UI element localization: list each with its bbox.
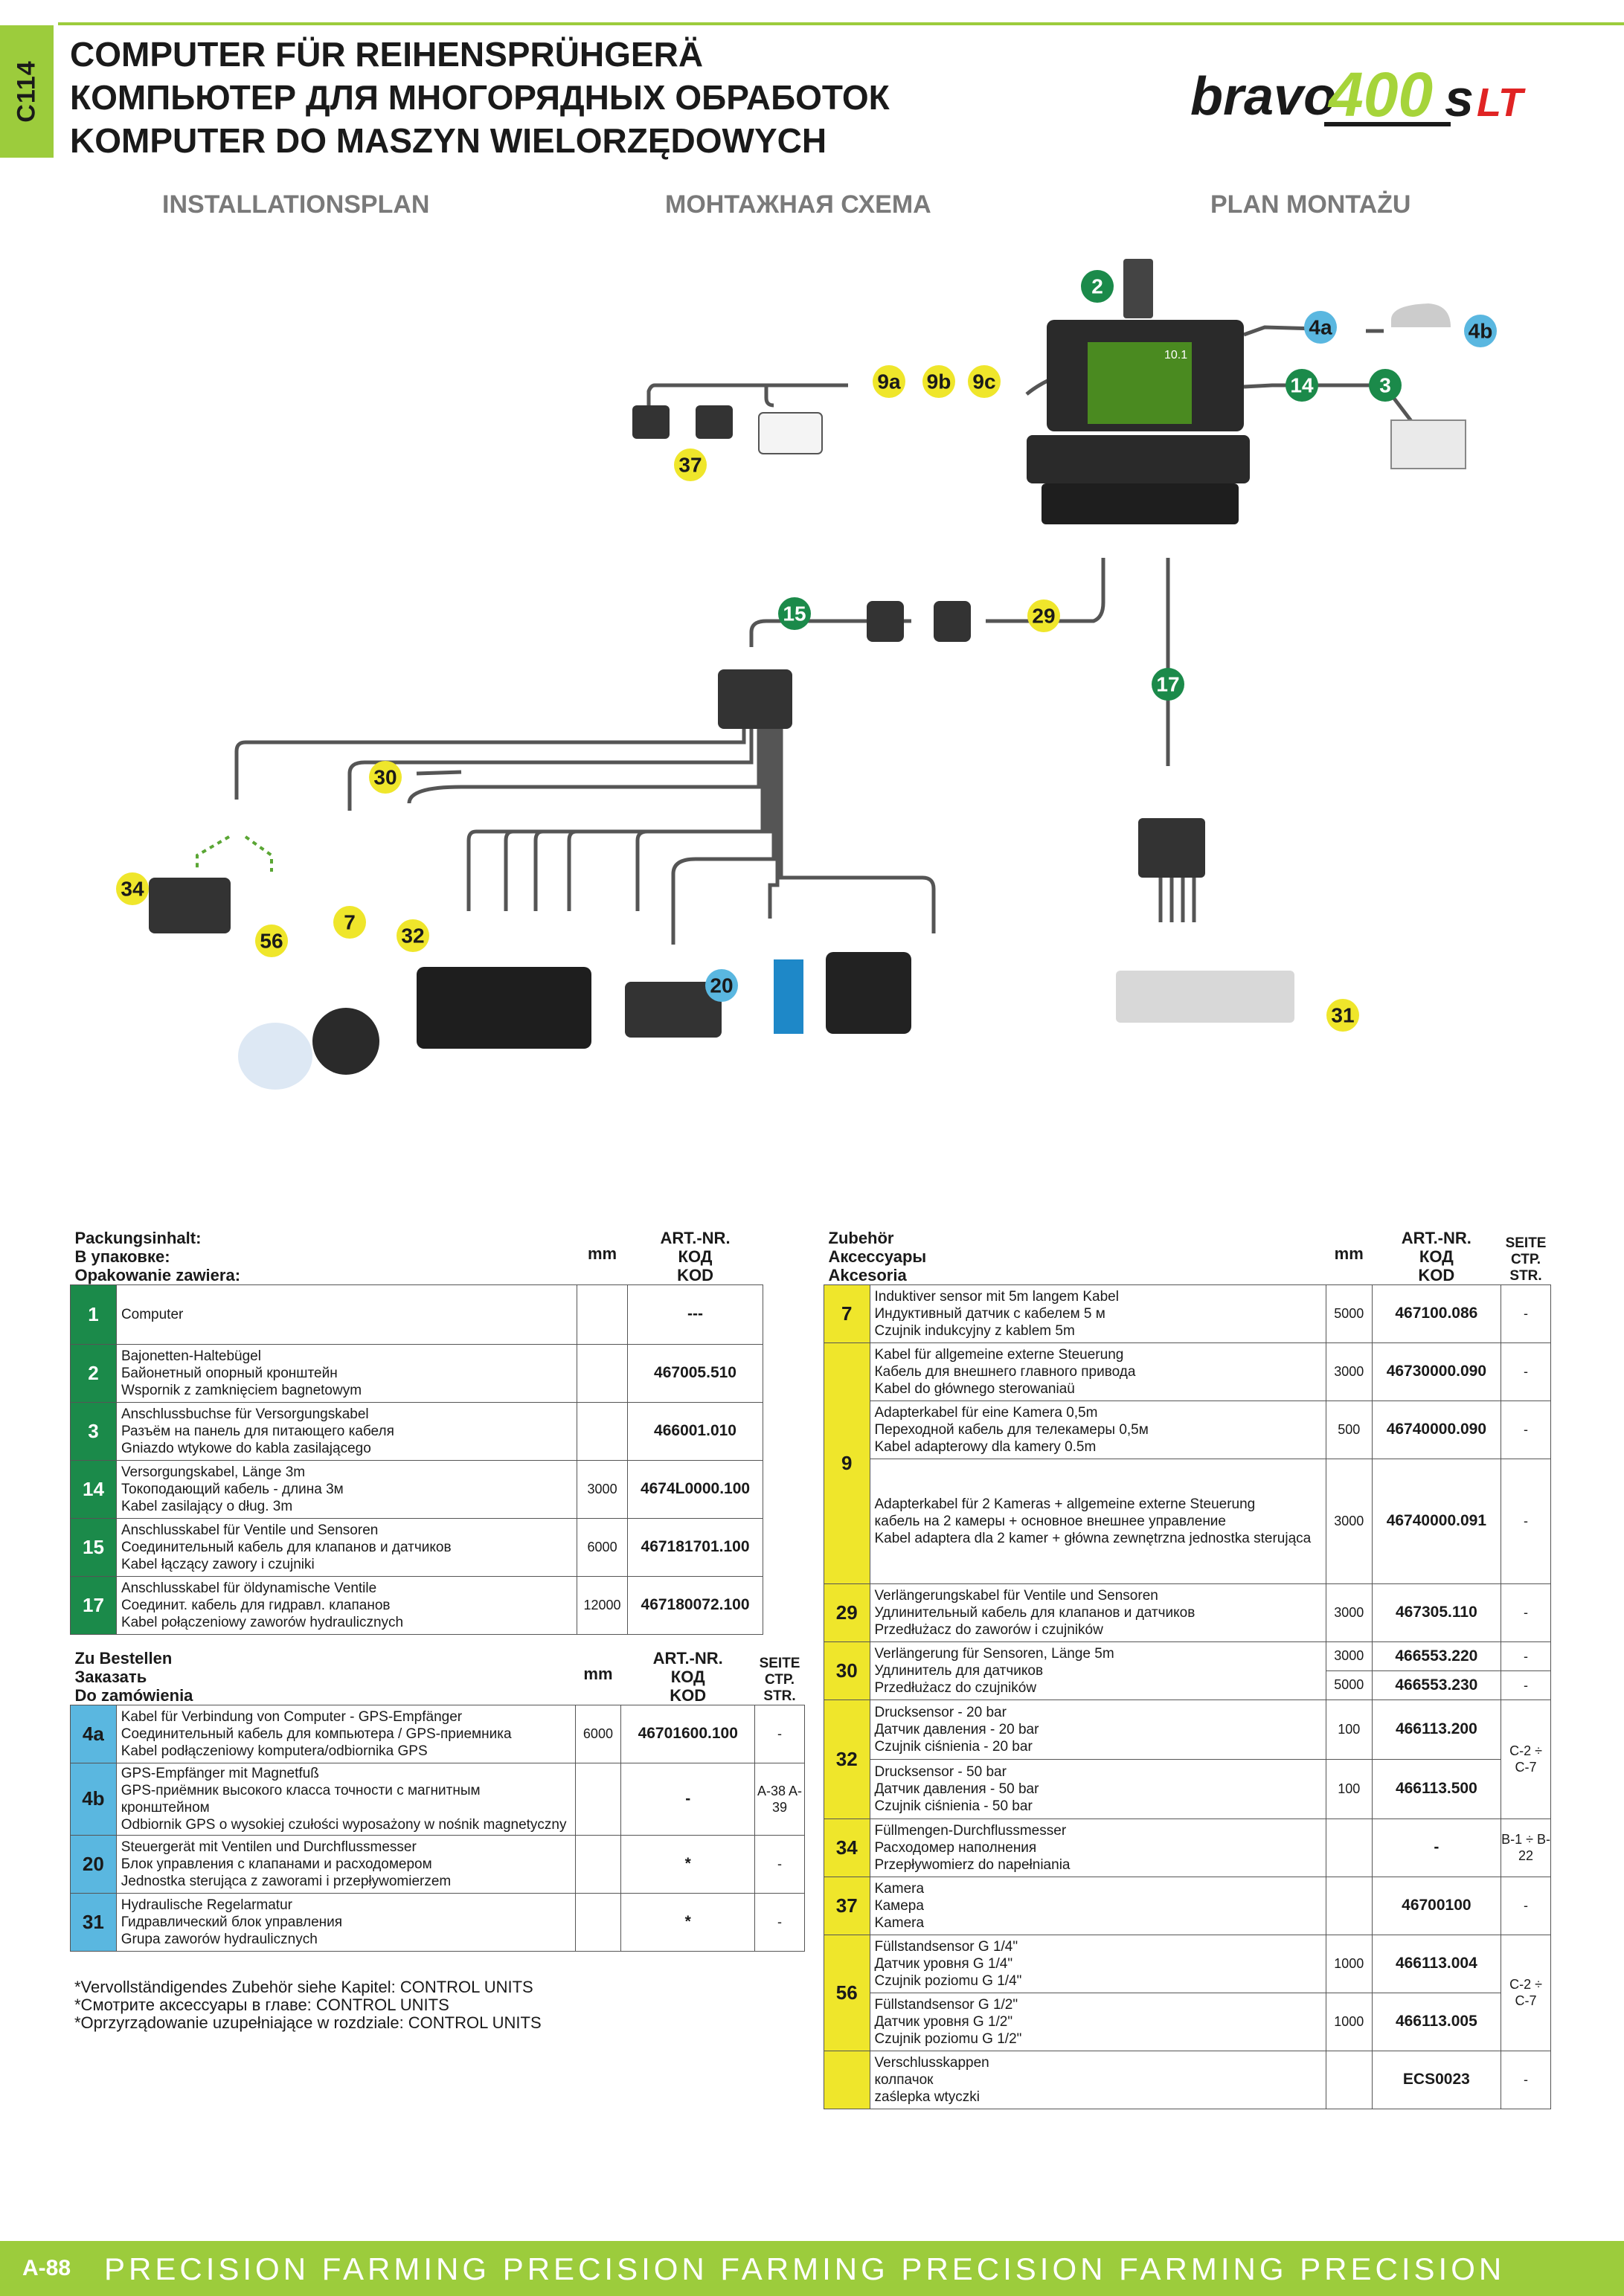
pack-header-de: Packungsinhalt: — [74, 1228, 202, 1247]
logo-bravo: bravo — [1190, 67, 1336, 126]
label-2: 2 — [1091, 275, 1103, 298]
label-4b: 4b — [1469, 320, 1493, 343]
table-row: 14 Versorgungskabel, Länge 3m Токоподающ… — [70, 1459, 763, 1519]
pack-art-header: ART.-NR. КОД KOD — [660, 1228, 731, 1284]
screen-readout: 10.1 — [1164, 349, 1187, 361]
order-header-ru: Заказать — [74, 1667, 147, 1686]
table-row: 17 Anschlusskabel für öldynamische Venti… — [70, 1575, 763, 1635]
subtitle-de: INSTALLATIONSPLAN — [162, 190, 430, 219]
label-30: 30 — [373, 766, 397, 789]
label-37: 37 — [678, 454, 702, 477]
order-art-header: ART.-NR. КОД KOD — [652, 1648, 723, 1705]
page-number: A-88 — [22, 2256, 71, 2280]
table-row: Adapterkabel für 2 Kameras + allgemeine … — [824, 1458, 1551, 1584]
title-de: COMPUTER FÜR REIHENSPRÜHGERÄ — [70, 35, 704, 74]
section-code: C114 — [12, 60, 41, 123]
table-row: Drucksensor - 50 bar Датчик давления - 5… — [824, 1758, 1551, 1819]
table-row: 3 Anschlussbuchse für Versorgungskabel Р… — [70, 1401, 763, 1461]
order-page-header: SEITE СТР. STR. — [759, 1655, 800, 1704]
installation-diagram: 10.1 2 4a 4b 9a 9b 9c 14 — [116, 259, 1497, 1090]
order-header: Zu Bestellen Заказать Do zamówienia — [71, 1644, 576, 1705]
footer-band: A-88 PRECISION FARMING PRECISION FARMING… — [0, 2241, 1624, 2296]
footer-slogan: PRECISION FARMING PRECISION FARMING PREC… — [104, 2251, 1506, 2286]
order-header-pl: Do zamówienia — [74, 1685, 193, 1705]
logo-400: 400 — [1327, 62, 1433, 129]
table-row: 2 Bajonetten-Haltebügel Байонетный опорн… — [70, 1343, 763, 1403]
order-header-de: Zu Bestellen — [74, 1648, 173, 1668]
table-row: 7 Induktiver sensor mit 5m langem Kabel … — [824, 1284, 1551, 1343]
table-row: 32 Drucksensor - 20 bar Датчик давления … — [824, 1699, 1551, 1819]
accessories-table: Zubehör Аксессуары Akcesoria mm ART.-NR.… — [824, 1223, 1551, 2109]
logo-s: s — [1445, 69, 1474, 127]
label-3: 3 — [1379, 374, 1391, 397]
footnote-pl: *Oprzyrządowanie uzupełniające w rozdzia… — [74, 2013, 542, 2032]
header-rule — [58, 22, 1624, 25]
table-row: 31 Hydraulische Regelarmatur Гидравличес… — [70, 1892, 805, 1952]
pack-mm-header: mm — [587, 1244, 617, 1264]
title-ru: КОМПЬЮТЕР ДЛЯ МНОГОРЯДНЫХ ОБРАБОТОК — [70, 78, 890, 117]
page-titles: COMPUTER FÜR REIHENSPRÜHGERÄ КОМПЬЮТЕР Д… — [70, 33, 890, 162]
pack-contents-table: Packungsinhalt: В упаковке: Opakowanie z… — [70, 1223, 763, 1635]
label-4a: 4a — [1309, 316, 1332, 339]
acc-header-pl: Akcesoria — [828, 1265, 907, 1284]
table-row: 15 Anschlusskabel für Ventile und Sensor… — [70, 1517, 763, 1577]
label-7: 7 — [344, 911, 356, 934]
label-9c: 9c — [972, 370, 995, 393]
label-9b: 9b — [927, 370, 951, 393]
subtitle-pl: PLAN MONTAŻU — [1210, 190, 1411, 219]
pack-header: Packungsinhalt: В упаковке: Opakowanie z… — [71, 1223, 577, 1284]
pack-header-ru: В упаковке: — [74, 1247, 170, 1266]
acc-header-ru: Аксессуары — [828, 1247, 927, 1266]
acc-art-header: ART.-NR. КОД KOD — [1401, 1228, 1471, 1284]
table-row: 56 Füllstandsensor G 1/4" Датчик уровня … — [824, 1934, 1551, 2051]
footnote-ru: *Смотрите аксессуары в главе: CONTROL UN… — [74, 1996, 449, 2014]
table-row: 4b GPS-Empfänger mit Magnetfuß GPS-приём… — [70, 1762, 805, 1836]
acc-header: Zubehör Аксессуары Akcesoria — [824, 1223, 1326, 1284]
table-row: 34 Füllmengen-Durchflussmesser Расходоме… — [824, 1818, 1551, 1877]
order-mm-header: mm — [583, 1665, 613, 1684]
table-row: 30 Verlängerung für Sensoren, Länge 5m У… — [824, 1641, 1551, 1700]
table-row: 37 Kamera Камера Kamera 46700100 - — [824, 1876, 1551, 1935]
label-20: 20 — [710, 974, 733, 997]
table-row: 20 Steuergerät mit Ventilen und Durchflu… — [70, 1834, 805, 1894]
label-56: 56 — [260, 930, 283, 953]
order-table: Zu Bestellen Заказать Do zamówienia mm A… — [70, 1644, 805, 1952]
footnotes: *Vervollständigendes Zubehör siehe Kapit… — [74, 1978, 542, 2032]
section-tab: C114 — [0, 25, 54, 158]
acc-page-header: SEITE СТР. STR. — [1505, 1235, 1547, 1284]
table-row: Verschlusskappen колпачок zaślepka wtycz… — [824, 2050, 1551, 2109]
label-29: 29 — [1032, 605, 1055, 628]
table-row: 9 Kabel für allgemeine externe Steuerung… — [824, 1342, 1551, 1584]
label-32: 32 — [401, 924, 424, 948]
table-row: Füllstandsensor G 1/2" Датчик уровня G 1… — [824, 1992, 1551, 2051]
label-15: 15 — [783, 602, 806, 626]
logo-lt: LT — [1477, 80, 1526, 125]
table-row: Adapterkabel für eine Kamera 0,5m Перехо… — [824, 1400, 1551, 1459]
label-14: 14 — [1290, 374, 1314, 397]
table-row: 1 Computer --- — [70, 1284, 763, 1345]
label-34: 34 — [121, 878, 144, 901]
table-row: 29 Verlängerungskabel für Ventile und Se… — [824, 1583, 1551, 1642]
acc-mm-header: mm — [1334, 1244, 1364, 1264]
pack-header-pl: Opakowanie zawiera: — [74, 1265, 241, 1284]
label-17: 17 — [1156, 673, 1179, 696]
acc-header-de: Zubehör — [828, 1228, 894, 1247]
subtitle-ru: МОНТАЖНАЯ СХЕМА — [665, 190, 931, 219]
table-row: 4a Kabel für Verbindung von Computer - G… — [70, 1704, 805, 1763]
title-pl: KOMPUTER DO MASZYN WIELORZĘDOWYCH — [70, 121, 827, 160]
label-31: 31 — [1331, 1004, 1354, 1027]
label-9a: 9a — [877, 370, 901, 393]
footnote-de: *Vervollständigendes Zubehör siehe Kapit… — [74, 1978, 533, 1996]
bravo-logo: bravo 400 s LT — [1190, 62, 1526, 129]
